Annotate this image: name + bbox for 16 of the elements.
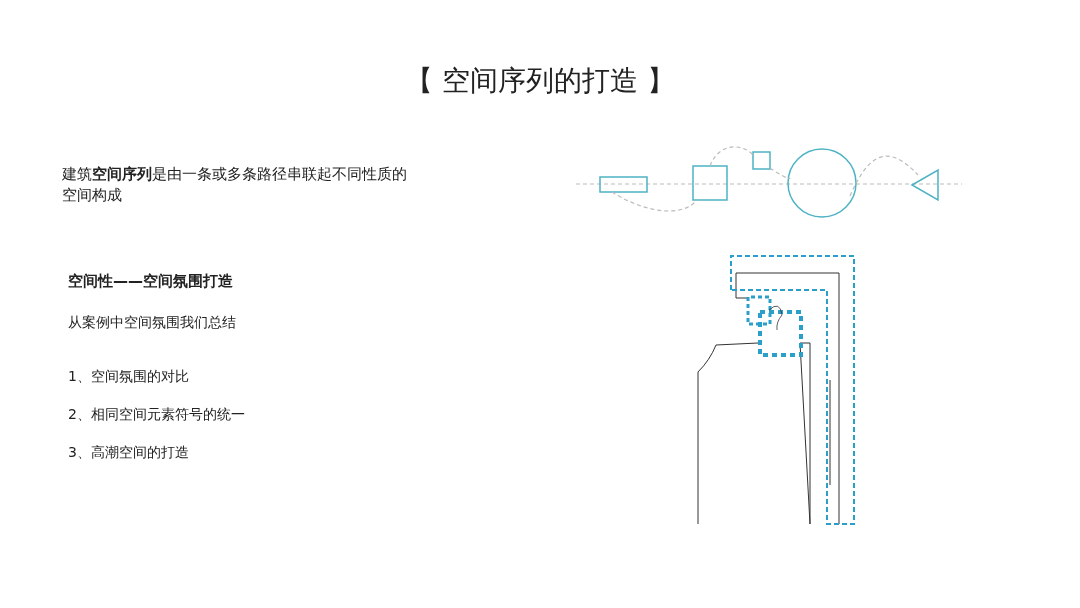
section-heading: 空间性——空间氛围打造 bbox=[68, 272, 233, 291]
list-item: 2、相同空间元素符号的统一 bbox=[68, 406, 245, 424]
path-line bbox=[709, 146, 754, 167]
circle-shape bbox=[787, 148, 857, 218]
intro-text: 建筑空间序列是由一条或多条路径串联起不同性质的空间构成 bbox=[62, 164, 408, 206]
rectangle-shape bbox=[599, 176, 648, 193]
body-text: 从案例中空间氛围我们总结 bbox=[68, 314, 236, 332]
list-item: 3、高潮空间的打造 bbox=[68, 444, 189, 462]
triangle-shape bbox=[910, 168, 939, 202]
path-line bbox=[611, 191, 698, 212]
rectangle-shape bbox=[752, 151, 771, 170]
rectangle-shape bbox=[692, 165, 728, 201]
path-line bbox=[849, 155, 919, 197]
title: 【 空间序列的打造 】 bbox=[404, 63, 676, 99]
path-line bbox=[769, 167, 791, 180]
list-item: 1、空间氛围的对比 bbox=[68, 368, 189, 386]
